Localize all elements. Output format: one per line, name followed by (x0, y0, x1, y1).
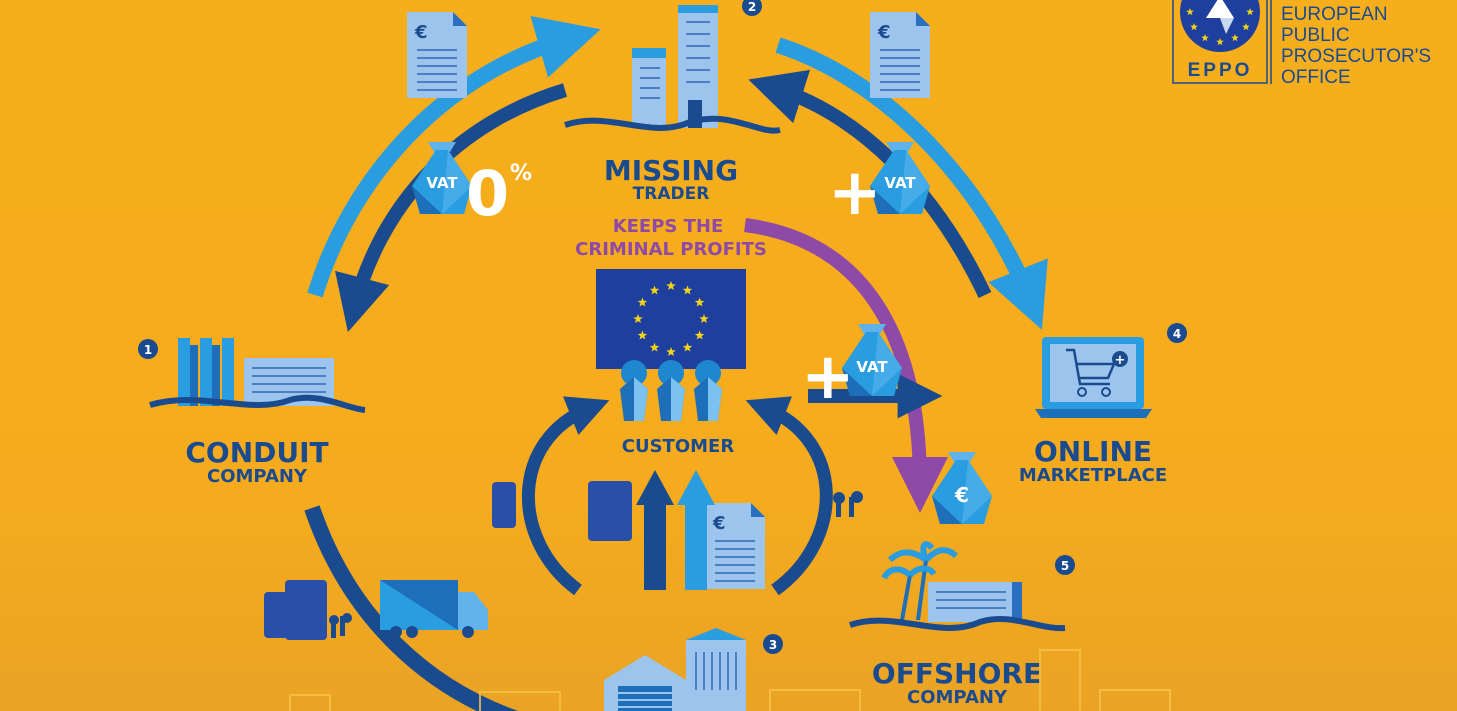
svg-text:3: 3 (769, 638, 777, 652)
online-marketplace-subtitle: MARKETPLACE (1019, 465, 1167, 486)
skyline-outline (289, 649, 1171, 711)
phone-icon (264, 592, 288, 638)
eu-star-icon (694, 330, 705, 340)
tablet-icon (588, 481, 632, 541)
missing-trader-subtitle: TRADER (633, 184, 710, 204)
eu-star-icon (637, 330, 648, 340)
vat-percent: % (510, 161, 532, 186)
vat-bag-icon: VAT (842, 324, 902, 396)
conduit-company-subtitle: COMPANY (207, 466, 308, 487)
eu-star-icon (633, 314, 643, 324)
laptop-cart-icon: + (1035, 337, 1152, 418)
svg-text:VAT: VAT (884, 174, 916, 192)
earbuds-icon (329, 613, 352, 638)
vat-zero: 0 (466, 157, 509, 230)
step-badge-5: 5 (1055, 555, 1075, 575)
step-badge-3: 3 (763, 634, 783, 654)
eppo-name-line3: PROSECUTOR'S (1281, 46, 1431, 67)
missing-trader-title: MISSING (604, 154, 738, 187)
svg-text:VAT: VAT (426, 174, 458, 192)
vat-bag-icon: VAT (870, 142, 930, 214)
eu-star-icon (637, 297, 648, 307)
vat-plus: + (801, 340, 855, 414)
earbuds-icon (833, 491, 863, 517)
eu-star-icon (694, 297, 705, 307)
svg-text:2: 2 (748, 0, 756, 14)
logo-star-icon (1201, 33, 1209, 42)
svg-text:€: € (954, 483, 969, 507)
online-marketplace-title: ONLINE (1034, 435, 1152, 468)
eu-flag-icon (596, 269, 746, 369)
profits-note-line2: CRIMINAL PROFITS (575, 239, 767, 260)
step-badge-2: 2 (742, 0, 762, 16)
goods-stack (264, 580, 352, 640)
eu-star-icon (682, 342, 693, 352)
euro-invoice-icon (869, 11, 931, 99)
warehouse-icon (604, 628, 746, 711)
vat-zero-rate: 0 % (466, 157, 532, 230)
eppo-name-line1: EUROPEAN (1281, 4, 1388, 25)
eppo-logo: EPPO EUROPEAN PUBLIC PROSECUTOR'S OFFICE (1172, 0, 1431, 88)
customer-group (620, 360, 722, 421)
eppo-name-line2: PUBLIC (1281, 25, 1350, 46)
eppo-acronym: EPPO (1188, 60, 1253, 81)
offshore-company-title: OFFSHORE (872, 657, 1042, 690)
offshore-company-subtitle: COMPANY (907, 687, 1008, 708)
eu-star-icon (649, 285, 660, 295)
up-arrow-dark (636, 470, 674, 590)
customer-label: CUSTOMER (622, 436, 735, 457)
skyscraper-icon (564, 5, 781, 134)
arrow-conduit-to-buffer (304, 505, 519, 711)
eu-star-icon (666, 281, 676, 291)
step-badge-4: 4 (1167, 323, 1187, 343)
eu-star-icon (682, 285, 693, 295)
arrow-invoice-to-missing (307, 16, 601, 298)
arrow-customer-left (521, 396, 610, 596)
logo-star-icon (1231, 33, 1239, 42)
conduit-company-title: CONDUIT (185, 436, 328, 469)
logo-star-icon (1190, 23, 1198, 31)
factory-icon (149, 338, 366, 413)
truck-icon (380, 580, 488, 638)
palm-island-icon (849, 541, 1066, 632)
up-arrow-light (677, 470, 715, 590)
vat-plus: + (828, 156, 882, 230)
logo-star-icon (1242, 23, 1250, 31)
vat-bag-icon: VAT (412, 142, 472, 214)
euro-invoice-icon (406, 11, 468, 99)
svg-text:VAT: VAT (856, 358, 888, 376)
logo-star-icon (1246, 8, 1254, 16)
person-icon (657, 360, 685, 421)
euro-money-bag-icon: € (932, 452, 992, 524)
eu-star-icon (699, 314, 709, 324)
logo-star-icon (1186, 8, 1194, 16)
phone-icon (492, 482, 516, 528)
person-icon (620, 360, 648, 421)
arrow-criminal-profits (744, 218, 948, 513)
svg-text:1: 1 (144, 343, 152, 357)
svg-text:+: + (1115, 353, 1126, 368)
euro-invoice-icon (704, 502, 766, 590)
tablet-icon (285, 580, 327, 640)
person-icon (694, 360, 722, 421)
logo-star-icon (1216, 38, 1224, 46)
svg-text:4: 4 (1173, 327, 1181, 341)
eppo-name-line4: OFFICE (1281, 67, 1351, 88)
svg-text:5: 5 (1061, 559, 1069, 573)
profits-note-line1: KEEPS THE (613, 216, 724, 237)
arrow-missing-to-online (775, 37, 1048, 330)
step-badge-1: 1 (138, 339, 158, 359)
eu-star-icon (649, 342, 660, 352)
eu-star-icon (666, 347, 676, 357)
arrow-customer-right (745, 396, 833, 596)
